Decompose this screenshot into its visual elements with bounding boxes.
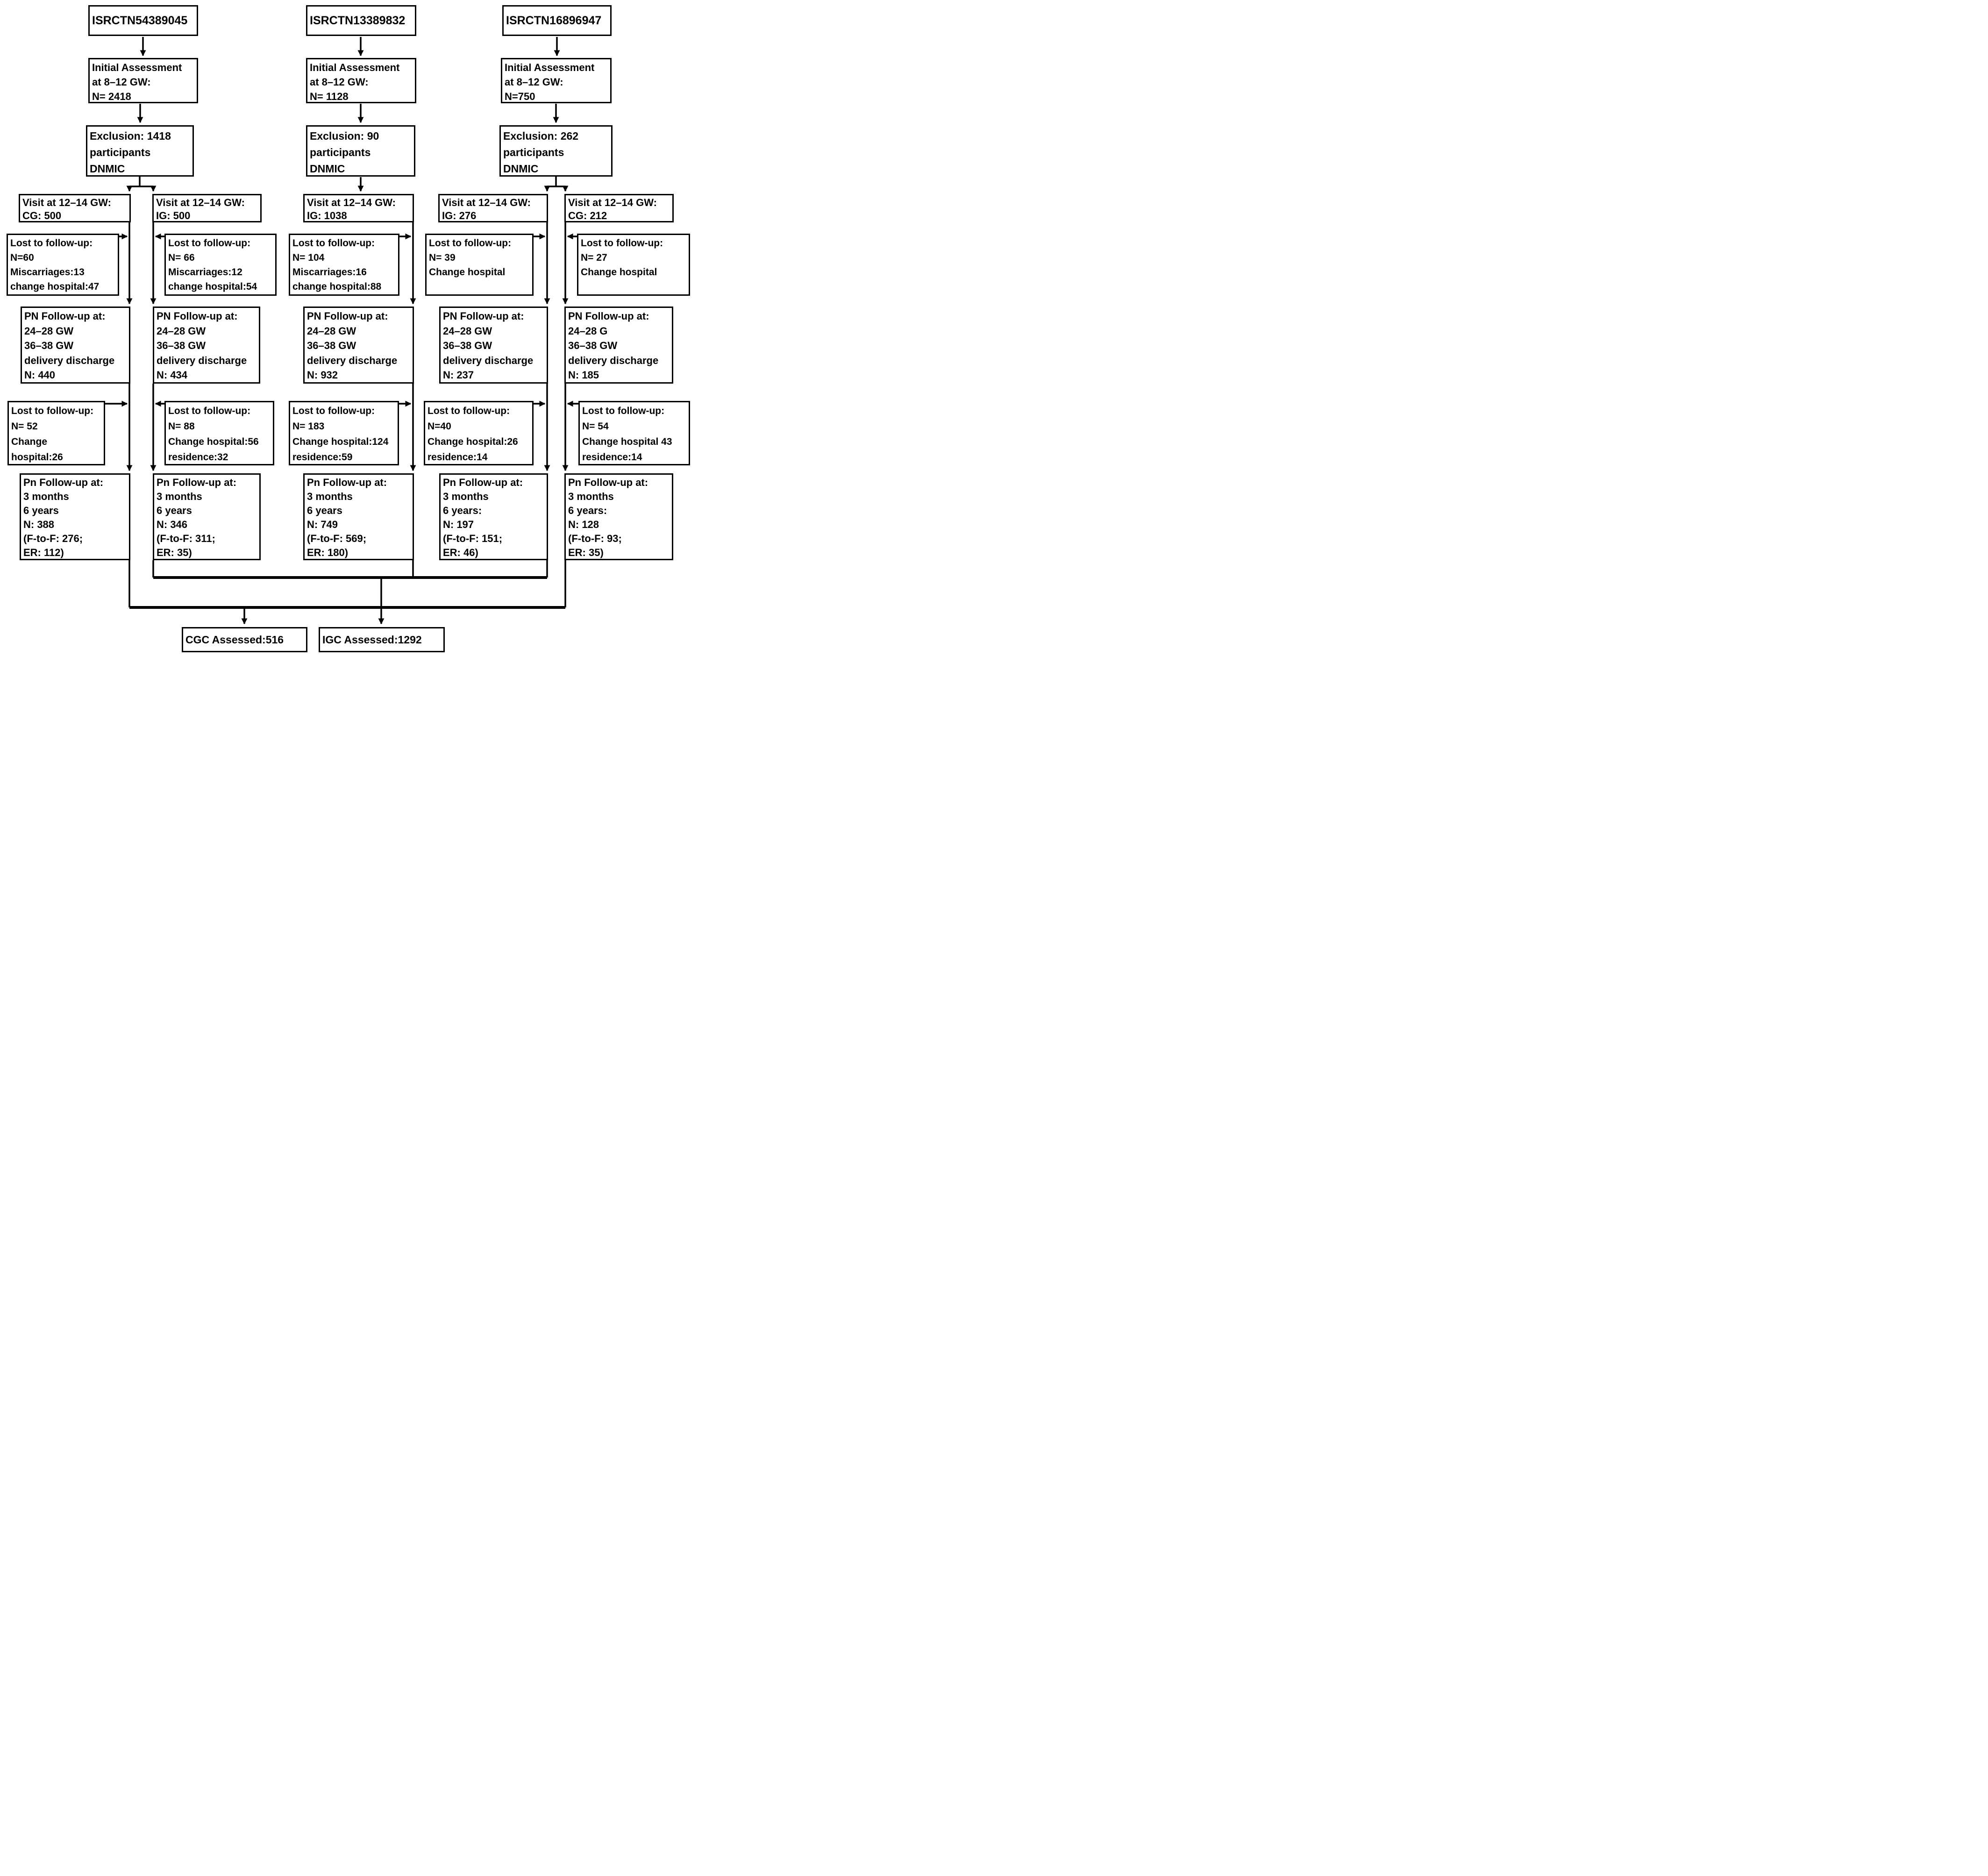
visit-box-ig2: Visit at 12–14 GW: IG: 1038 bbox=[303, 194, 414, 222]
flow-connectors bbox=[105, 37, 578, 625]
initial-assessment-box-3: Initial Assessment at 8–12 GW: N=750 bbox=[501, 58, 612, 103]
final-followup-box-3: Pn Follow-up at: 3 months 6 years N: 749… bbox=[303, 473, 414, 560]
trial-id-box-1: ISRCTN54389045 bbox=[88, 5, 198, 36]
visit-box-ig3: Visit at 12–14 GW: IG: 276 bbox=[438, 194, 548, 222]
visit-box-cg2: Visit at 12–14 GW: CG: 212 bbox=[564, 194, 674, 222]
exclusion-box-1: Exclusion: 1418 participants DNMIC bbox=[86, 125, 194, 177]
lost-followup1-box-2: Lost to follow-up: N= 66 Miscarriages:12… bbox=[164, 234, 277, 296]
initial-assessment-box-2: Initial Assessment at 8–12 GW: N= 1128 bbox=[306, 58, 416, 103]
pn-followup-box-3: PN Follow-up at: 24–28 GW 36–38 GW deliv… bbox=[303, 307, 414, 384]
visit-box-ig1: Visit at 12–14 GW: IG: 500 bbox=[152, 194, 262, 222]
exclusion-box-3: Exclusion: 262 participants DNMIC bbox=[499, 125, 613, 177]
final-followup-box-1: Pn Follow-up at: 3 months 6 years N: 388… bbox=[20, 473, 130, 560]
lost-followup2-box-2: Lost to follow-up: N= 88 Change hospital… bbox=[164, 401, 274, 465]
cgc-assessed-box: CGC Assessed:516 bbox=[182, 627, 307, 652]
final-followup-box-4: Pn Follow-up at: 3 months 6 years: N: 19… bbox=[439, 473, 548, 560]
lost-followup1-box-4: Lost to follow-up: N= 39 Change hospital bbox=[425, 234, 534, 296]
lost-followup2-box-5: Lost to follow-up: N= 54 Change hospital… bbox=[578, 401, 690, 465]
final-followup-box-2: Pn Follow-up at: 3 months 6 years N: 346… bbox=[153, 473, 261, 560]
lost-followup1-box-3: Lost to follow-up: N= 104 Miscarriages:1… bbox=[289, 234, 399, 296]
exclusion-box-2: Exclusion: 90 participants DNMIC bbox=[306, 125, 415, 177]
lost-followup2-box-1: Lost to follow-up: N= 52 Change hospital… bbox=[7, 401, 105, 465]
pn-followup-box-2: PN Follow-up at: 24–28 GW 36–38 GW deliv… bbox=[153, 307, 260, 384]
visit-box-cg1: Visit at 12–14 GW: CG: 500 bbox=[19, 194, 131, 222]
pn-followup-box-1: PN Follow-up at: 24–28 GW 36–38 GW deliv… bbox=[21, 307, 130, 384]
trial-id-box-2: ISRCTN13389832 bbox=[306, 5, 416, 36]
consort-flow-diagram: ISRCTN54389045 ISRCTN13389832 ISRCTN1689… bbox=[0, 0, 696, 657]
final-followup-box-5: Pn Follow-up at: 3 months 6 years: N: 12… bbox=[564, 473, 673, 560]
trial-id-box-3: ISRCTN16896947 bbox=[502, 5, 612, 36]
lost-followup1-box-5: Lost to follow-up: N= 27 Change hospital bbox=[577, 234, 690, 296]
initial-assessment-box-1: Initial Assessment at 8–12 GW: N= 2418 bbox=[88, 58, 198, 103]
lost-followup2-box-4: Lost to follow-up: N=40 Change hospital:… bbox=[424, 401, 534, 465]
igc-assessed-box: IGC Assessed:1292 bbox=[319, 627, 445, 652]
arrow-group bbox=[105, 37, 578, 625]
lost-followup2-box-3: Lost to follow-up: N= 183 Change hospita… bbox=[289, 401, 399, 465]
pn-followup-box-5: PN Follow-up at: 24–28 G 36–38 GW delive… bbox=[564, 307, 673, 384]
lost-followup1-box-1: Lost to follow-up: N=60 Miscarriages:13 … bbox=[7, 234, 119, 296]
pn-followup-box-4: PN Follow-up at: 24–28 GW 36–38 GW deliv… bbox=[439, 307, 548, 384]
